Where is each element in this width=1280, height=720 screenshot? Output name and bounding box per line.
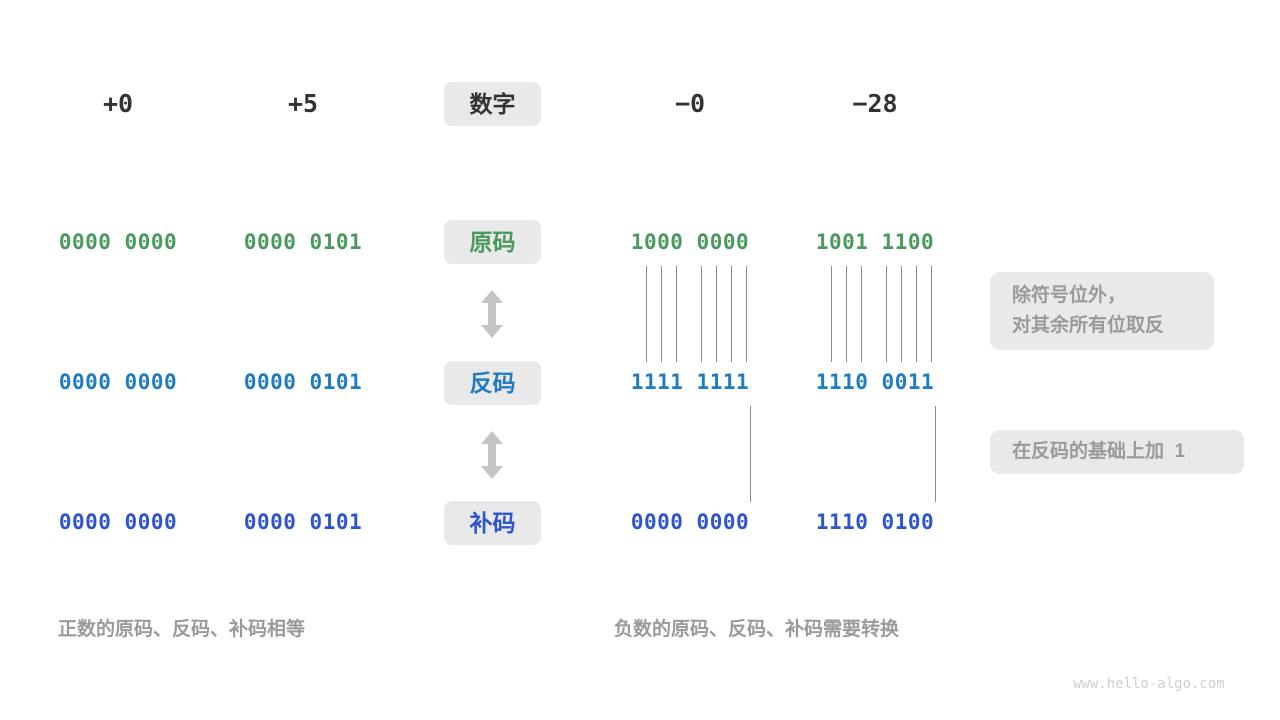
cell-original-pos0: 0000 0000 [58,230,178,254]
connector-line [750,406,751,502]
connector-line [931,266,932,362]
connector-line [861,266,862,362]
note-add-one: 在反码的基础上加 1 [990,430,1244,474]
connector-line [901,266,902,362]
connector-line [701,266,702,362]
row-label-twos-complement: 补码 [444,501,541,545]
cell-twos-pos0: 0000 0000 [58,510,178,534]
connector-line [716,266,717,362]
connector-line [846,266,847,362]
double-arrow-icon [481,431,503,479]
cell-ones-pos0: 0000 0000 [58,370,178,394]
arrow-original-to-ones [479,290,505,343]
cell-ones-pos5: 0000 0101 [243,370,363,394]
cell-original-pos5: 0000 0101 [243,230,363,254]
connector-line [646,266,647,362]
column-header-neg0: −0 [674,89,706,118]
column-header-pos0: +0 [102,89,134,118]
cell-original-neg28: 1001 1100 [815,230,935,254]
connector-line [886,266,887,362]
column-header-neg28: −28 [852,89,898,118]
connector-line [746,266,747,362]
connector-line [831,266,832,362]
note-add-one-line-1: 在反码的基础上加 1 [1012,441,1186,462]
connector-line [676,266,677,362]
cell-original-neg0: 1000 0000 [630,230,750,254]
cell-twos-neg0: 0000 0000 [630,510,750,534]
row-label-original-code: 原码 [444,220,541,264]
column-header-pos5: +5 [287,89,319,118]
arrow-ones-to-twos [479,431,505,484]
cell-ones-neg28: 1110 0011 [815,370,935,394]
connector-line [935,406,936,502]
connector-line [916,266,917,362]
double-arrow-icon [481,290,503,338]
watermark-url: www.hello-algo.com [1073,676,1225,692]
caption-positive: 正数的原码、反码、补码相等 [58,619,306,640]
cell-twos-neg28: 1110 0100 [815,510,935,534]
note-invert-line-2: 对其余所有位取反 [1012,315,1165,336]
connector-line [731,266,732,362]
cell-twos-pos5: 0000 0101 [243,510,363,534]
row-label-ones-complement: 反码 [444,361,541,405]
caption-negative: 负数的原码、反码、补码需要转换 [614,619,900,640]
connector-line [661,266,662,362]
row-label-number: 数字 [444,82,541,126]
note-invert-bits: 除符号位外， 对其余所有位取反 [990,272,1214,350]
note-invert-line-1: 除符号位外， [1012,285,1127,306]
cell-ones-neg0: 1111 1111 [630,370,750,394]
